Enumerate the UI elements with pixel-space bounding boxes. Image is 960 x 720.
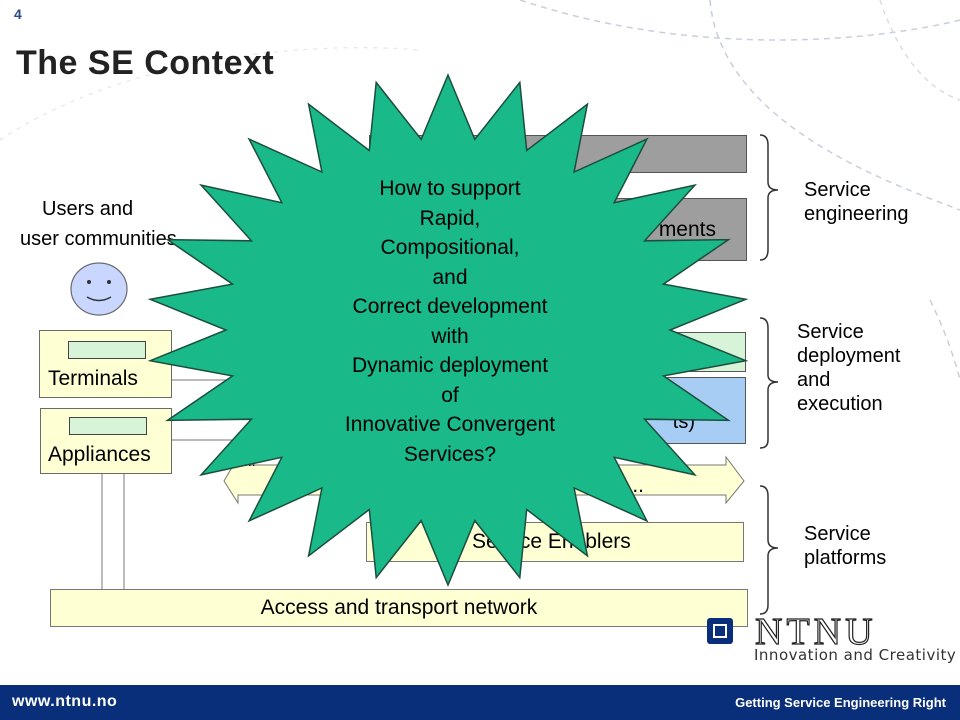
users-label-line2: user communities [20,228,177,250]
footer-tagline: Getting Service Engineering Right [735,695,946,710]
footer-bar: www.ntnu.no Getting Service Engineering … [0,685,960,720]
bracket-engineering-line2: engineering [804,203,909,225]
bracket-deployment-line2: deployment [797,345,901,367]
slide-title: The SE Context [16,44,275,82]
bracket-deployment-label: Service deployment and execution [797,320,900,416]
bracket-deployment-line3: and [797,369,831,391]
bracket-platforms-label: Service platforms [804,522,886,570]
callout-line-4: and [432,265,468,289]
terminals-inner-screen [68,341,146,359]
bracket-deployment-line4: execution [797,393,883,415]
callout-line-6: with [431,324,469,348]
footer-url-link[interactable]: www.ntnu.no [12,693,118,710]
appliances-inner-screen [69,417,147,435]
users-label-line1: Users and [42,198,134,220]
ntnu-logo-tagline: Innovation and Creativity [754,646,957,664]
components-layer-label: ments [658,217,716,241]
access-network-label: Access and transport network [260,596,538,619]
callout-line-8: of [441,383,459,407]
access-network-box: Access and transport network [50,589,748,627]
ntnu-logo: NTNU [707,612,877,654]
bracket-platforms-line2: platforms [804,547,887,569]
callout-text: How to support Rapid, Compositional, and… [300,174,600,469]
callout-line-3: Compositional, [380,236,520,259]
appliances-label: Appliances [48,443,151,466]
starburst-shape [147,73,749,587]
slide-number: 4 [14,6,22,22]
appliances-box: Appliances [40,408,172,474]
terminals-label: Terminals [48,367,138,390]
user-smiley-icon [70,262,128,316]
bracket-engineering-label: Service engineering [804,178,909,226]
bracket-platforms-line1: Service [804,523,871,545]
callout-line-7: Dynamic deployment [351,354,549,377]
terminals-box: Terminals [39,330,172,398]
callout-line-9: Innovative Convergent [344,413,556,436]
callout-line-5: Correct development [352,295,548,318]
bracket-deployment-line1: Service [797,321,864,343]
ntnu-logo-wordmark: NTNU [755,612,877,653]
callout-line-2: Rapid, [419,206,481,230]
callout-line-10: Services? [403,442,497,466]
callout-line-1: How to support [379,177,521,200]
bracket-engineering-line1: Service [804,179,871,201]
